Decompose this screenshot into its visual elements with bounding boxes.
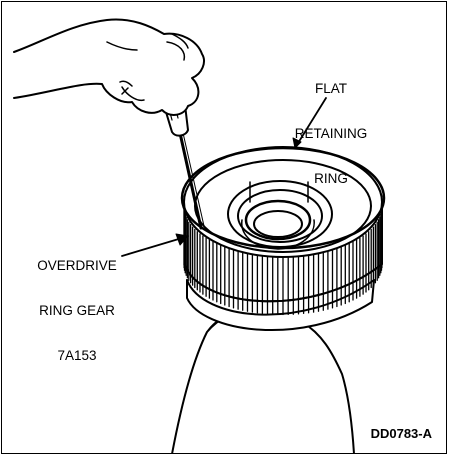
label-line: RETAINING [294, 126, 368, 141]
ring-gear-leader [121, 237, 183, 257]
label-line: RING GEAR [39, 303, 115, 318]
figure-code: DD0783-A [370, 426, 432, 441]
label-line: RING [314, 171, 348, 186]
label-line: OVERDRIVE [37, 258, 117, 273]
gear-illustration [13, 18, 386, 453]
screwdriver-shaft [176, 122, 203, 230]
upper-hand [13, 18, 205, 116]
label-line: 7A153 [57, 348, 97, 363]
supporting-hand [171, 309, 355, 453]
label-overdrive-ring-gear: OVERDRIVE RING GEAR 7A153 [12, 228, 142, 393]
label-line: FLAT [314, 81, 347, 96]
flat-ring-leader [294, 97, 327, 149]
label-flat-retaining-ring: FLAT RETAINING RING [281, 51, 381, 216]
